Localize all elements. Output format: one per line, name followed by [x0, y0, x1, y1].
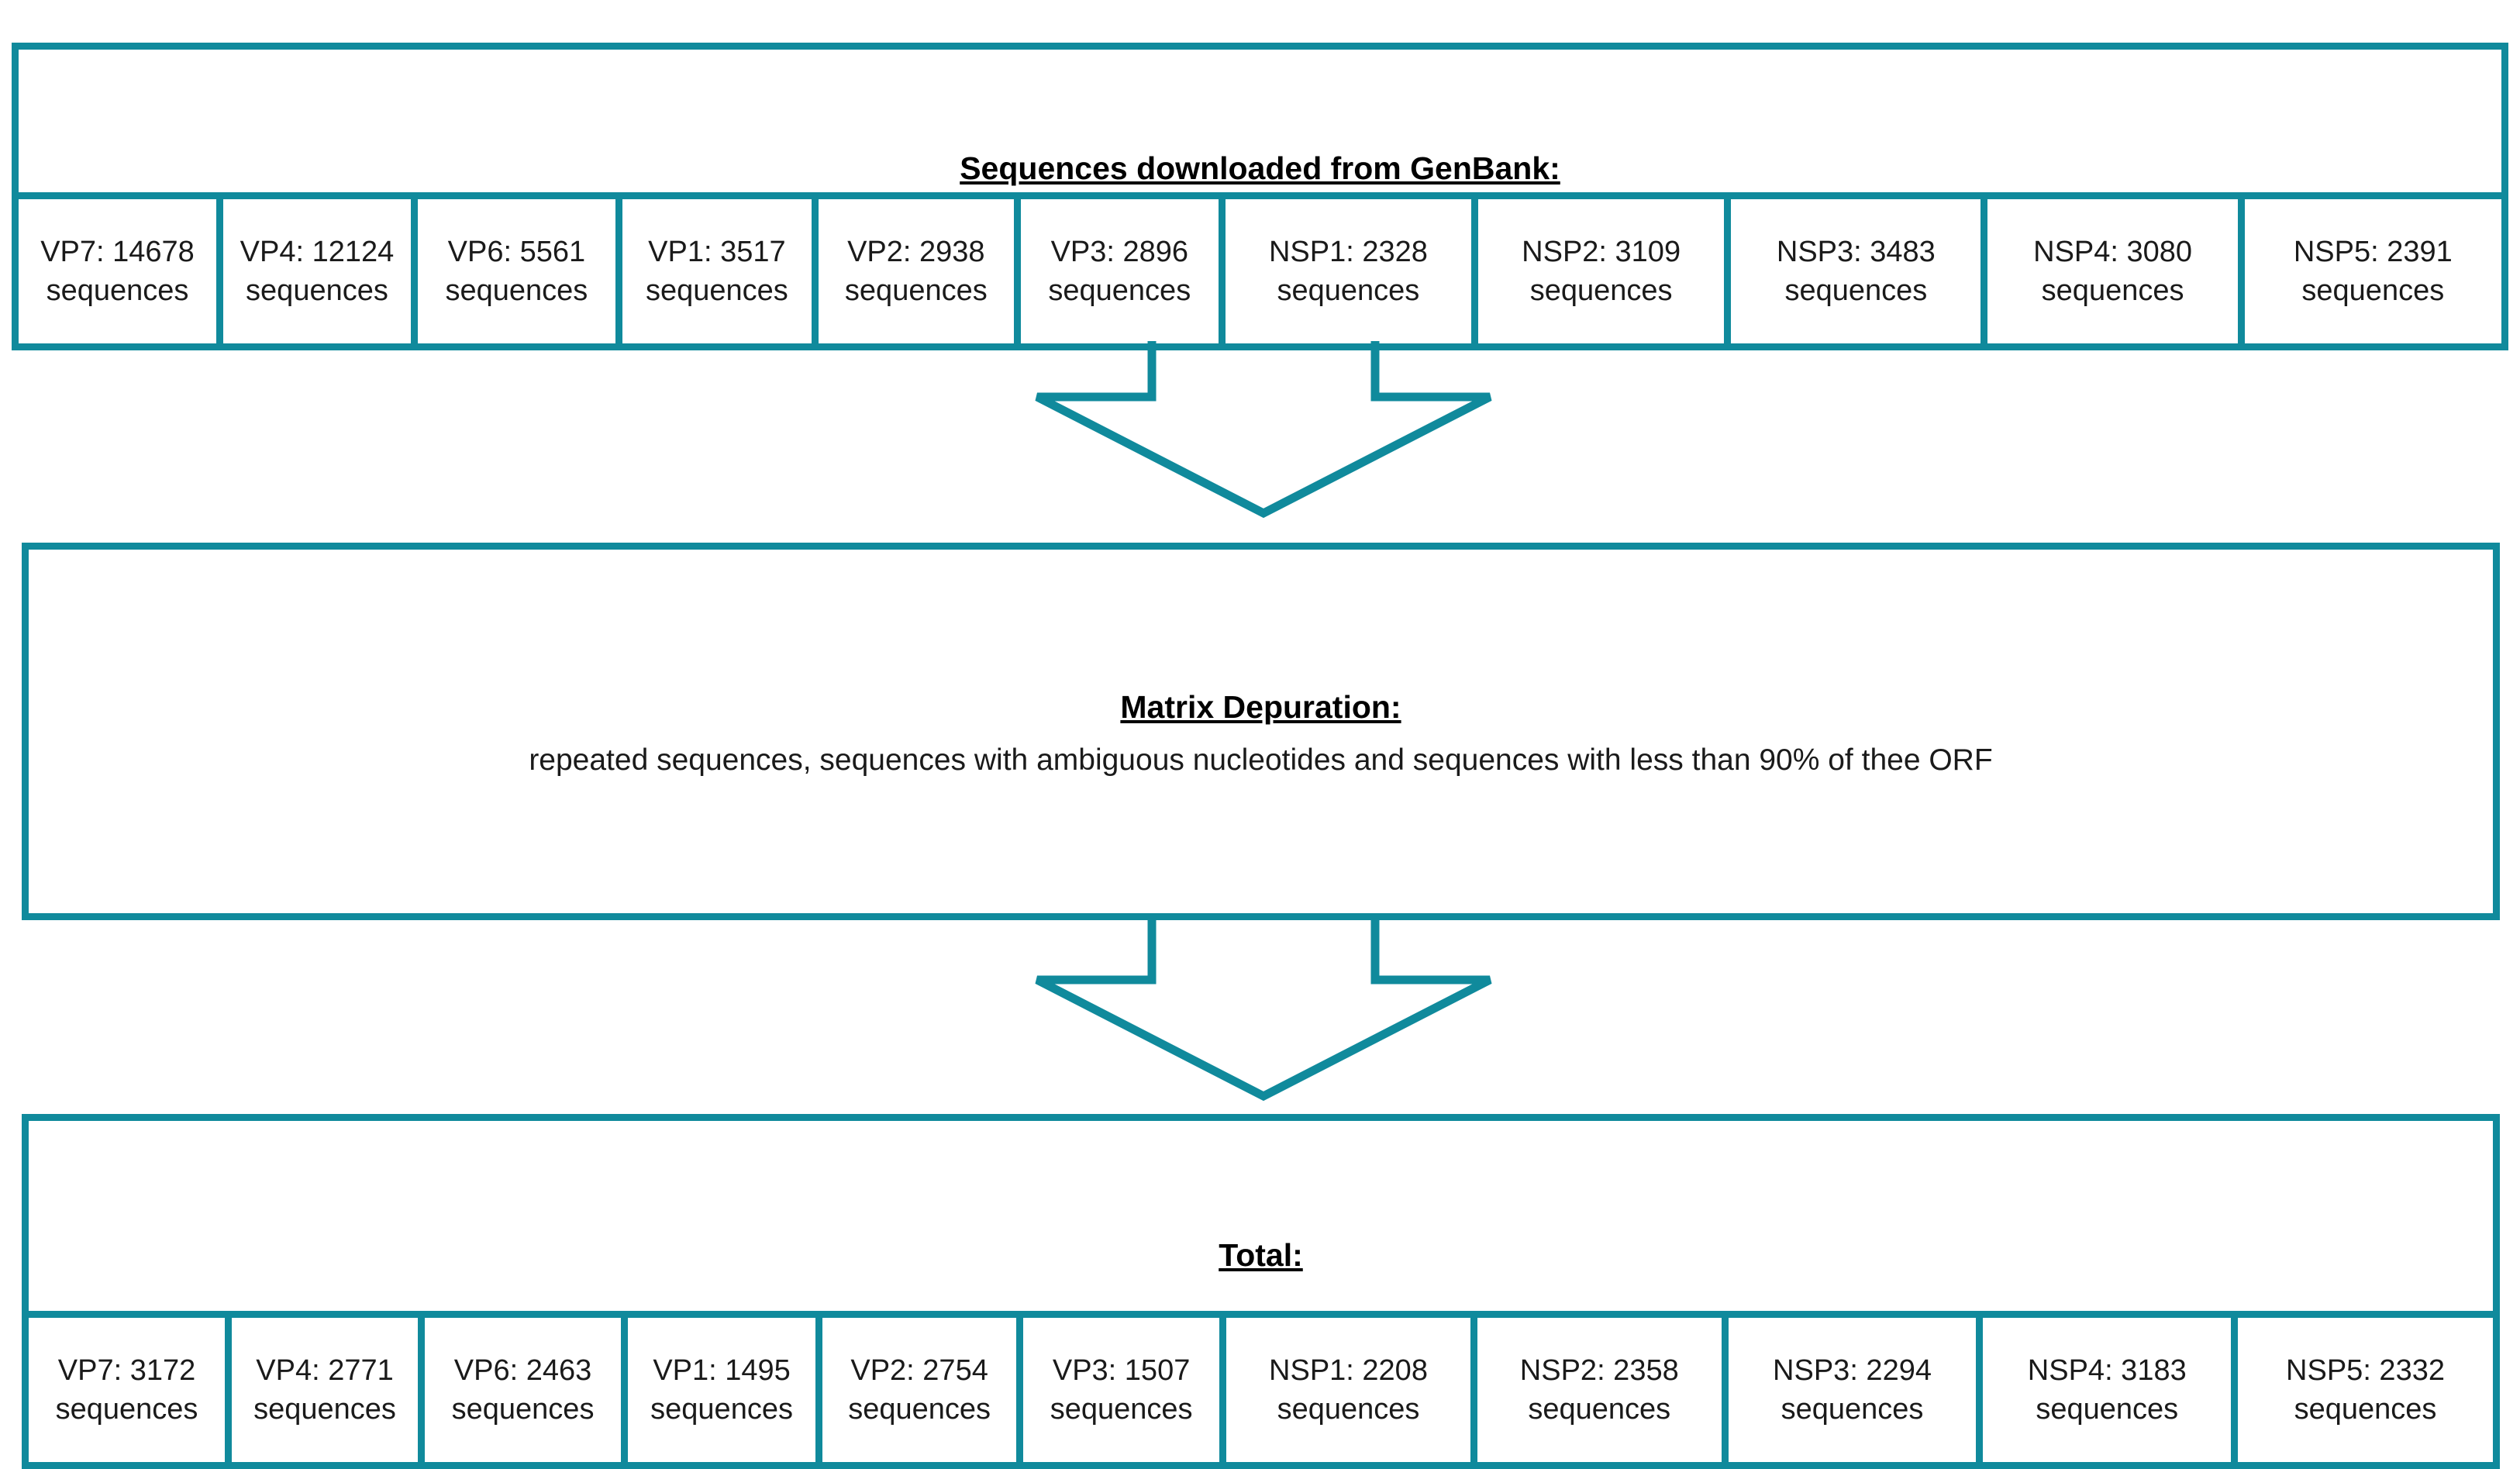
cell-gene-count: VP3: 2896 [1050, 235, 1189, 268]
cell-unit-label: sequences [55, 1393, 198, 1426]
genbank-sequences-box: Sequences downloaded from GenBank: VP7: … [12, 43, 2508, 350]
cell-gene-count: VP6: 5561 [447, 235, 586, 268]
cell-gene-count: VP3: 1507 [1052, 1353, 1191, 1387]
genbank-sequence-cell: NSP2: 3109 sequences [1478, 199, 1732, 343]
cell-gene-count: VP7: 14678 [40, 235, 195, 268]
cell-unit-label: sequences [2041, 274, 2184, 307]
cell-unit-label: sequences [650, 1393, 793, 1426]
total-sequence-cell: VP1: 1495 sequences [628, 1318, 823, 1462]
matrix-depuration-header: Matrix Depuration: [1120, 689, 1401, 725]
cell-gene-count: NSP4: 3183 [2027, 1353, 2187, 1387]
cell-unit-label: sequences [2036, 1393, 2179, 1426]
cell-unit-label: sequences [1529, 274, 1673, 307]
cell-gene-count: VP2: 2754 [850, 1353, 988, 1387]
matrix-depuration-box: Matrix Depuration: repeated sequences, s… [22, 543, 2500, 920]
cell-unit-label: sequences [645, 274, 788, 307]
cell-unit-label: sequences [246, 274, 388, 307]
total-sequence-cell: VP2: 2754 sequences [822, 1318, 1024, 1462]
cell-unit-label: sequences [1277, 1393, 1420, 1426]
cell-gene-count: VP1: 3517 [648, 235, 786, 268]
cell-unit-label: sequences [1048, 274, 1191, 307]
total-sequence-cell: NSP2: 2358 sequences [1477, 1318, 1729, 1462]
cell-unit-label: sequences [1277, 274, 1420, 307]
cell-gene-count: NSP2: 3109 [1522, 235, 1681, 268]
genbank-sequence-cell: NSP5: 2391 sequences [2245, 199, 2501, 343]
cell-gene-count: NSP2: 2358 [1519, 1353, 1679, 1387]
cell-gene-count: VP2: 2938 [847, 235, 985, 268]
total-box-header: Total: [1219, 1237, 1303, 1273]
cell-gene-count: NSP1: 2328 [1268, 235, 1428, 268]
cell-unit-label: sequences [253, 1393, 396, 1426]
matrix-depuration-description: repeated sequences, sequences with ambig… [529, 743, 1993, 777]
genbank-sequence-cell: VP3: 2896 sequences [1021, 199, 1226, 343]
cell-unit-label: sequences [445, 274, 588, 307]
genbank-sequence-cell: VP7: 14678 sequences [19, 199, 223, 343]
genbank-sequence-cell: VP1: 3517 sequences [622, 199, 819, 343]
cell-gene-count: NSP4: 3080 [2033, 235, 2193, 268]
genbank-sequence-cell: NSP3: 3483 sequences [1731, 199, 1988, 343]
down-arrow-icon [1035, 341, 1492, 519]
cell-gene-count: NSP1: 2208 [1269, 1353, 1428, 1387]
cell-unit-label: sequences [2294, 1393, 2437, 1426]
genbank-sequence-cell: VP2: 2938 sequences [819, 199, 1021, 343]
cell-gene-count: VP4: 2771 [256, 1353, 394, 1387]
genbank-sequence-cell: VP6: 5561 sequences [418, 199, 622, 343]
cell-gene-count: VP4: 12124 [240, 235, 395, 268]
cell-unit-label: sequences [1781, 1393, 1924, 1426]
total-sequence-cell: VP6: 2463 sequences [425, 1318, 629, 1462]
cell-unit-label: sequences [844, 274, 988, 307]
arrow-top-to-middle-icon [1000, 341, 1527, 521]
total-sequence-cell: NSP3: 2294 sequences [1729, 1318, 1984, 1462]
cell-unit-label: sequences [1528, 1393, 1671, 1426]
total-sequence-cell: NSP1: 2208 sequences [1226, 1318, 1477, 1462]
cell-gene-count: VP6: 2463 [453, 1353, 592, 1387]
genbank-sequence-cell: NSP4: 3080 sequences [1987, 199, 2245, 343]
cell-unit-label: sequences [46, 274, 189, 307]
total-sequence-cell: VP7: 3172 sequences [29, 1318, 232, 1462]
cell-unit-label: sequences [1050, 1393, 1193, 1426]
total-sequence-cell: NSP5: 2332 sequences [2238, 1318, 2493, 1462]
cell-gene-count: NSP5: 2332 [2286, 1353, 2445, 1387]
cell-gene-count: VP7: 3172 [57, 1353, 196, 1387]
down-arrow-icon [1035, 919, 1492, 1102]
cell-unit-label: sequences [451, 1393, 595, 1426]
cell-gene-count: NSP5: 2391 [2293, 235, 2453, 268]
genbank-sequence-cell: VP4: 12124 sequences [223, 199, 418, 343]
cell-unit-label: sequences [2301, 274, 2445, 307]
total-sequence-cell: VP4: 2771 sequences [232, 1318, 426, 1462]
arrow-middle-to-bottom-icon [1000, 919, 1527, 1104]
total-sequence-cell: VP3: 1507 sequences [1023, 1318, 1227, 1462]
total-sequence-cell: NSP4: 3183 sequences [1983, 1318, 2239, 1462]
genbank-box-header: Sequences downloaded from GenBank: [960, 150, 1560, 186]
genbank-sequence-cell: NSP1: 2328 sequences [1226, 199, 1479, 343]
cell-gene-count: VP1: 1495 [653, 1353, 791, 1387]
cell-unit-label: sequences [848, 1393, 991, 1426]
cell-gene-count: NSP3: 3483 [1776, 235, 1936, 268]
cell-unit-label: sequences [1784, 274, 1928, 307]
cell-gene-count: NSP3: 2294 [1773, 1353, 1932, 1387]
total-sequences-box: Total: VP7: 3172 sequences VP4: 2771 sequen… [22, 1114, 2500, 1469]
